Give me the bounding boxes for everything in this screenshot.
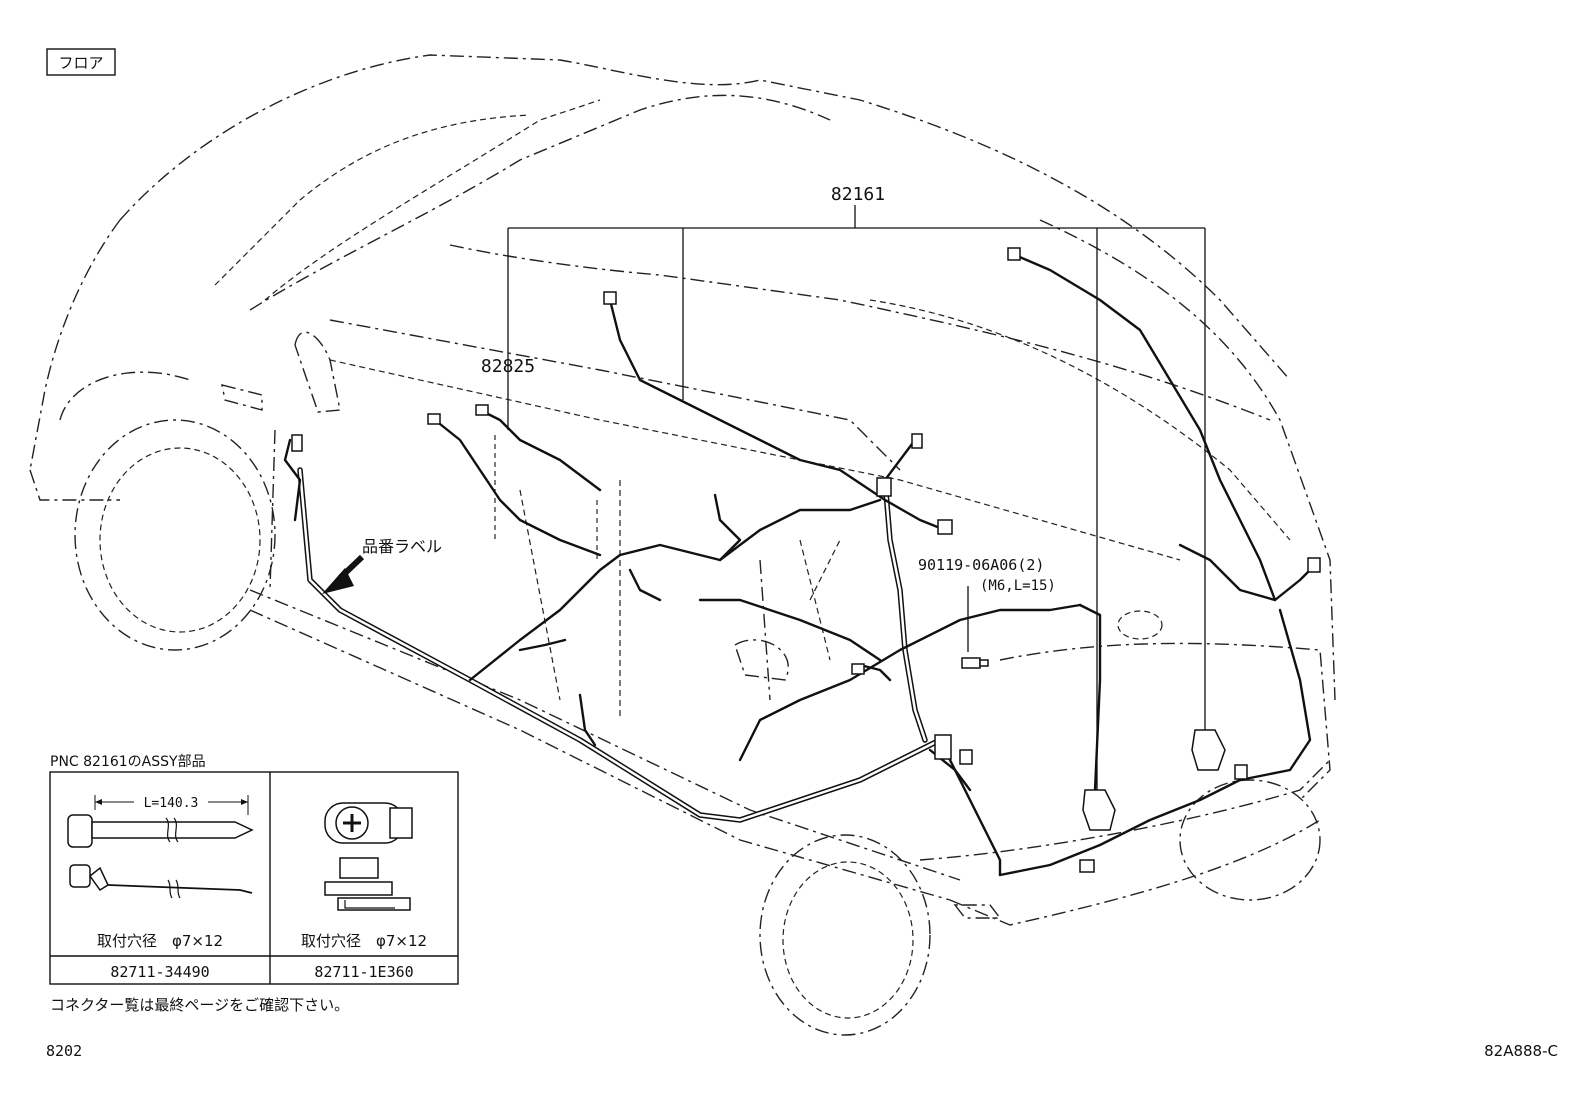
assy-parts-table: PNC 82161のASSY部品 L=140.3 <box>49 754 459 985</box>
connector-footnote: コネクター覧は最終ページをご確認下さい。 <box>50 996 349 1014</box>
callout-bolt-part: 90119-06A06(2) <box>918 556 1044 574</box>
callout-82161: 82161 <box>831 184 885 205</box>
hole-spec-right: 取付穴径 φ7×12 <box>301 932 427 950</box>
callout-part-label: 品番ラベル <box>362 537 442 556</box>
section-tag: フロア <box>58 54 103 72</box>
hole-spec-left: 取付穴径 φ7×12 <box>97 932 223 950</box>
vehicle-body-outline <box>29 54 1336 1036</box>
figure-code: 82A888-C <box>1484 1042 1558 1060</box>
callout-leaders <box>494 205 1206 790</box>
label-arrow <box>322 554 365 594</box>
callout-82825: 82825 <box>481 356 535 377</box>
callout-bolt-spec: (M6,L=15) <box>980 578 1056 594</box>
assy-table-title: PNC 82161のASSY部品 <box>50 754 206 770</box>
part-number-left: 82711-34490 <box>110 963 209 981</box>
page-code: 8202 <box>46 1042 82 1060</box>
part-number-right: 82711-1E360 <box>314 963 413 981</box>
push-clip-illustration <box>324 802 413 911</box>
section-tag-box <box>46 48 116 76</box>
clip-band-illustration: L=140.3 <box>67 792 254 899</box>
clip-length: L=140.3 <box>144 796 199 811</box>
